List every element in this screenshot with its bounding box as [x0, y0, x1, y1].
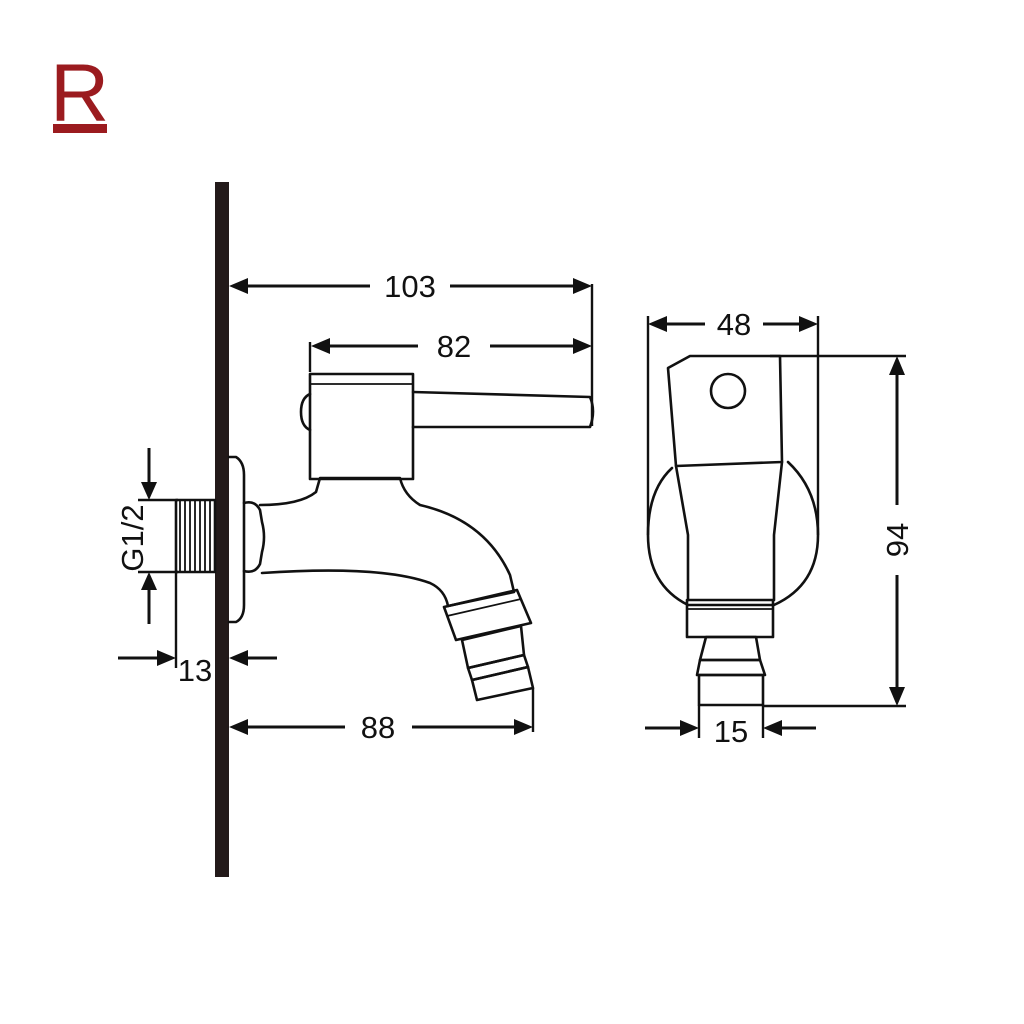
- thread-connector: [174, 498, 217, 574]
- dim-outlet-width: 15: [645, 705, 816, 749]
- wall-flange: [227, 455, 246, 624]
- dim-label-94: 94: [880, 523, 915, 557]
- front-round-body: [646, 460, 820, 607]
- dim-label-48: 48: [717, 307, 751, 342]
- dim-height: 94: [762, 354, 915, 708]
- logo-letter: R: [50, 48, 109, 139]
- dim-thread: G1/2: [115, 448, 178, 624]
- dim-label-13: 13: [178, 653, 212, 688]
- dim-label-103: 103: [384, 269, 436, 304]
- wall: [215, 182, 229, 877]
- valve-body: [308, 372, 415, 481]
- faucet-front-view: [646, 354, 820, 707]
- flange-nut: [242, 501, 266, 573]
- front-valve-top: [666, 354, 784, 468]
- faucet-side-view: [174, 372, 595, 702]
- valve-rear-knob: [299, 392, 312, 432]
- dim-handle-length: 82: [308, 329, 592, 372]
- logo-underline: [53, 124, 107, 133]
- front-neck: [674, 460, 784, 602]
- dim-body-width: 48: [646, 307, 820, 535]
- brand-logo: R: [50, 48, 109, 139]
- faucet-body: [258, 476, 516, 608]
- lever-handle: [411, 390, 595, 429]
- dim-spout-projection: 88: [229, 688, 535, 745]
- dim-label-15: 15: [714, 714, 748, 749]
- dim-total-projection: 103: [229, 269, 594, 426]
- hose-nut: [442, 588, 533, 642]
- dim-thread-length: 13: [118, 572, 277, 688]
- front-handle-hole: [709, 372, 747, 410]
- dim-label-82: 82: [437, 329, 471, 364]
- dim-label-88: 88: [361, 710, 395, 745]
- front-hose-connector: [698, 635, 762, 662]
- dim-label-thread: G1/2: [115, 504, 150, 571]
